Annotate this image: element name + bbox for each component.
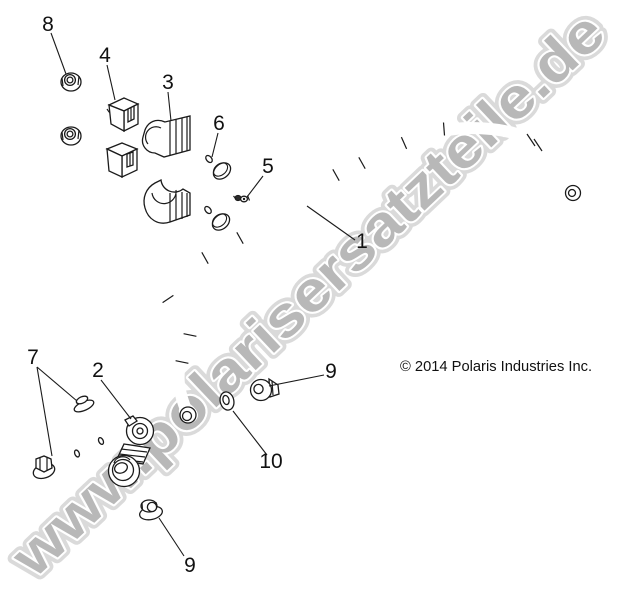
bushing-lower-half-drawing (143, 179, 191, 224)
bushing-bolt-6b-drawing (204, 205, 231, 231)
washer-drawing (219, 391, 235, 411)
link-bolt-7a-drawing (73, 395, 105, 446)
bar-segment-marks (162, 122, 543, 364)
callout-label-6: 6 (213, 112, 225, 135)
stabilizer-bar-drawing (146, 121, 582, 424)
callout-label-3: 3 (162, 71, 174, 94)
bushing-bolt-6a-drawing (205, 154, 232, 180)
nut-9-bottom-drawing (139, 499, 163, 521)
callout-label-5: 5 (262, 155, 274, 178)
callout-label-8: 8 (42, 13, 54, 36)
callout-label-4: 4 (99, 44, 111, 67)
callout-label-7: 7 (27, 346, 39, 369)
stabilizer-link-drawing (107, 415, 155, 488)
leader-lines (36, 32, 356, 557)
bushing-clamp-drawing (87, 97, 140, 179)
bar-right-tab-hole (567, 188, 577, 198)
bar-left-tab-hole (181, 410, 193, 422)
copyright-notice: © 2014 Polaris Industries Inc. (400, 359, 592, 375)
callout-label-9-bottom: 9 (184, 554, 196, 577)
bushing-upper-half-drawing (141, 115, 191, 158)
flange-nut-8a-drawing (60, 72, 82, 92)
callout-label-9-right: 9 (325, 360, 337, 383)
nut-9-right-drawing (249, 377, 280, 402)
retainer-clip-drawing (233, 194, 251, 203)
callout-label-2: 2 (92, 359, 104, 382)
callout-label-10: 10 (259, 450, 282, 473)
flange-nut-8b-drawing (60, 126, 82, 146)
link-bolt-7b-drawing (32, 449, 81, 480)
callout-label-1: 1 (356, 230, 368, 253)
